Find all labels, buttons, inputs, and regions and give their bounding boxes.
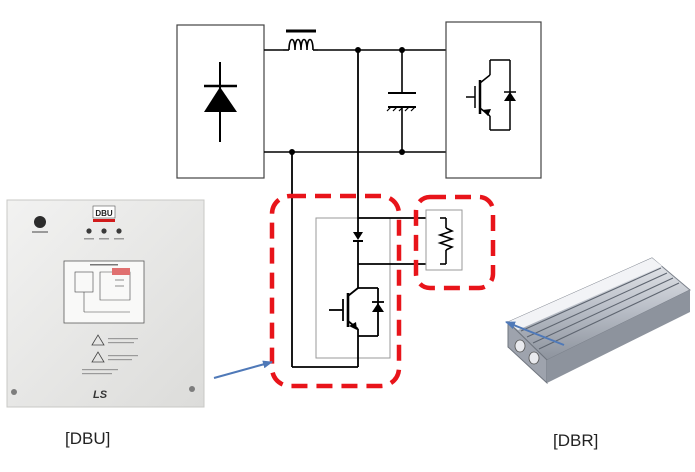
- diode-symbol: [204, 62, 237, 142]
- dbu-brand-logo: LS: [93, 389, 108, 401]
- dbr-caption: [DBR]: [553, 431, 599, 450]
- dbu-badge: [92, 205, 116, 219]
- dbu-badge-text: DBU: [95, 209, 113, 218]
- dbr-resistor: [425, 209, 463, 271]
- dbu-circuit: [291, 50, 440, 368]
- dc-bus-wiring: [264, 49, 446, 153]
- inverter-igbt-symbol: [466, 59, 516, 131]
- dc-reactor-symbol: [283, 29, 318, 51]
- dbu-unit-photo: [6, 199, 205, 408]
- inverter-block: [445, 21, 542, 179]
- dbu-pointer-arrow: [213, 360, 273, 379]
- rectifier-block: [176, 24, 265, 179]
- bus-junctions: [289, 47, 405, 155]
- dbr-dashed-highlight: [413, 194, 496, 291]
- dbr-pointer-arrow: [505, 321, 565, 346]
- dc-link-capacitor-symbol: [386, 92, 416, 112]
- status-lamp: [34, 216, 46, 228]
- dbu-caption: [DBU]: [65, 429, 111, 448]
- dbr-resistor-photo: [507, 257, 691, 385]
